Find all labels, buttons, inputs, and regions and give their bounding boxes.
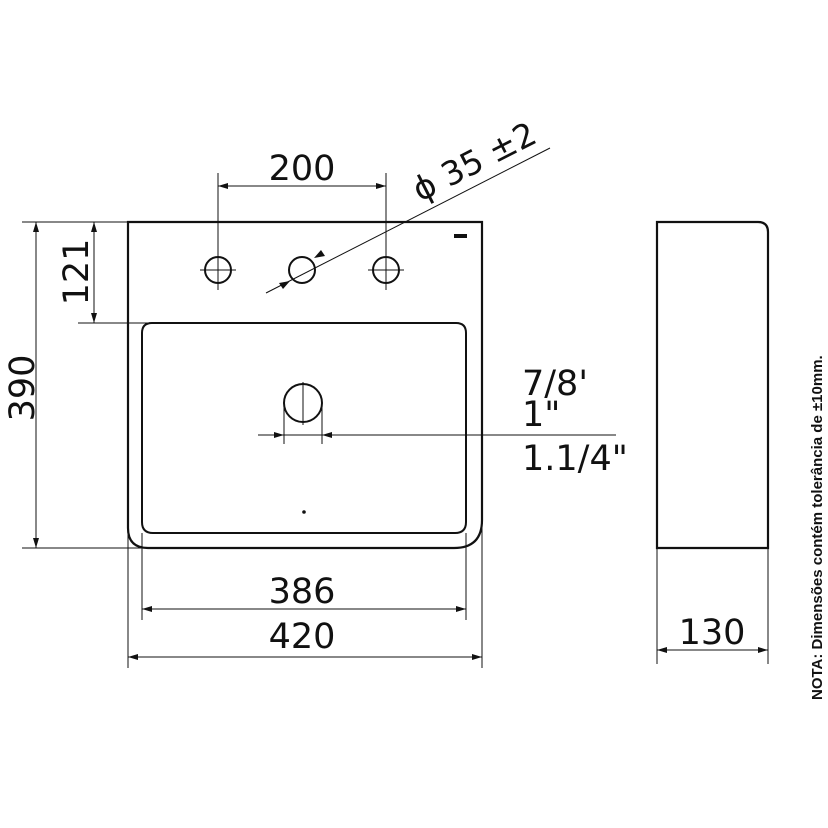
dimension-130-label: 130 xyxy=(679,613,746,653)
basin-inner-outline xyxy=(141,322,467,534)
tolerance-note: NOTA: Dimensões contém tolerância de ±10… xyxy=(809,355,826,700)
dimension-200-label: 200 xyxy=(269,149,336,189)
hole-diameter-label: ϕ 35 ±2 xyxy=(406,114,543,209)
dimension-386: 386 xyxy=(141,533,467,620)
dimension-420: 420 xyxy=(127,520,483,668)
center-dot xyxy=(302,510,306,514)
dimension-420-label: 420 xyxy=(269,617,336,657)
dimension-386-label: 386 xyxy=(269,572,336,612)
drain-size-1-1-4: 1.1/4" xyxy=(522,439,628,479)
faucet-hole-right xyxy=(368,252,404,290)
faucet-hole-center xyxy=(288,256,316,284)
brand-mark xyxy=(454,234,467,238)
faucet-hole-left xyxy=(200,252,236,290)
drain-size-1: 1" xyxy=(522,395,560,435)
dimension-200: 200 xyxy=(217,149,387,252)
dimension-121-label: 121 xyxy=(57,239,97,306)
dimension-390-label: 390 xyxy=(3,355,43,422)
drain-size-7-8: 7/8' xyxy=(522,364,588,404)
dimension-121: 121 xyxy=(57,221,152,324)
dimension-130: 130 xyxy=(656,548,769,664)
drain-hole xyxy=(258,382,616,444)
dimension-390: 390 xyxy=(3,221,148,549)
side-view-outline xyxy=(655,220,770,550)
hole-diameter-callout: ϕ 35 ±2 xyxy=(265,114,551,294)
